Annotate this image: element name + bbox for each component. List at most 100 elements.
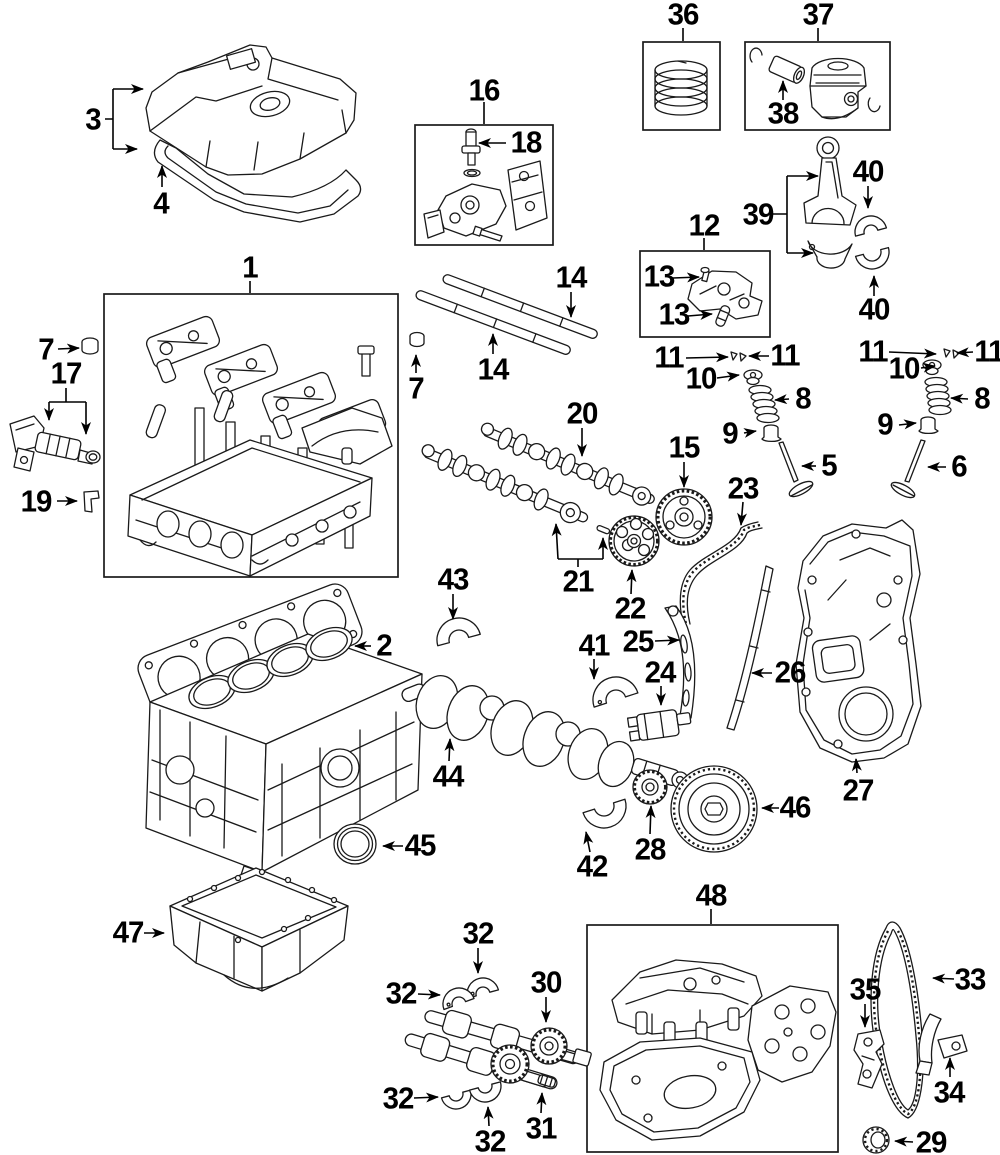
callout-39: 39 — [742, 196, 775, 232]
valve-spring — [748, 384, 780, 424]
callout-36: 36 — [667, 0, 700, 32]
intake-valve — [778, 441, 814, 498]
rod-bearing-upper — [854, 215, 888, 237]
camshaft-intake — [480, 422, 655, 506]
spring-retainer — [743, 369, 763, 386]
callout-11: 11 — [654, 339, 684, 375]
crankshaft — [401, 675, 689, 789]
callout-38: 38 — [767, 95, 800, 131]
cam-sprocket — [608, 515, 660, 567]
rod-bearing-lower — [854, 246, 890, 270]
callout-7: 7 — [408, 370, 424, 406]
engine-block — [145, 626, 423, 891]
callout-1: 1 — [242, 249, 258, 285]
callout-9: 9 — [877, 406, 893, 442]
callout-40: 40 — [852, 153, 885, 189]
balance-shaft-bearing — [442, 987, 475, 1011]
callout-3: 3 — [85, 101, 101, 137]
callout-4: 4 — [153, 185, 169, 221]
camshaft-exhaust — [421, 444, 589, 524]
main-bearing-upper — [592, 676, 639, 708]
oil-pump-chain — [870, 921, 924, 1119]
callout-10: 10 — [685, 360, 718, 396]
callout-32: 32 — [382, 1080, 415, 1116]
spool-valve-kit — [423, 128, 548, 242]
rocker-shaft-a — [442, 274, 598, 339]
callout-37: 37 — [802, 0, 835, 32]
callout-29: 29 — [915, 1124, 948, 1155]
callout-26: 26 — [774, 654, 807, 690]
callout-25: 25 — [622, 623, 655, 659]
main-bearing — [436, 617, 481, 647]
callout-11: 11 — [858, 333, 888, 369]
callout-5: 5 — [821, 447, 837, 483]
callout-10: 10 — [888, 350, 921, 386]
callout-34: 34 — [933, 1074, 966, 1110]
callout-41: 41 — [578, 627, 611, 663]
callout-17: 17 — [50, 355, 83, 391]
callout-43: 43 — [437, 561, 470, 597]
piston-kit — [749, 47, 881, 120]
crank-seal — [333, 823, 377, 865]
oil-control-solenoid — [9, 415, 101, 472]
valve-keeper — [730, 351, 747, 362]
crank-sprocket — [632, 769, 668, 805]
callout-32: 32 — [462, 915, 495, 951]
callout-28: 28 — [634, 831, 667, 867]
callout-11: 11 — [770, 337, 800, 373]
callout-32: 32 — [385, 975, 418, 1011]
callout-16: 16 — [468, 72, 501, 108]
callout-7: 7 — [38, 331, 54, 367]
oil-pan — [169, 867, 349, 992]
callout-8: 8 — [795, 380, 811, 416]
callout-13: 13 — [658, 296, 691, 332]
valve-spring — [924, 376, 952, 416]
callout-21: 21 — [562, 563, 595, 599]
callout-46: 46 — [779, 789, 812, 825]
callout-22: 22 — [614, 590, 647, 626]
oil-pump-assembly — [599, 959, 837, 1141]
callout-18: 18 — [510, 124, 543, 160]
valve-cover-gasket — [153, 139, 362, 223]
pump-chain-tensioner — [915, 1013, 968, 1076]
rocker-shaft-b — [415, 290, 571, 355]
callout-15: 15 — [668, 429, 701, 465]
sealing-cap — [409, 331, 425, 348]
callout-33: 33 — [954, 961, 987, 997]
cylinder-head-assembly — [127, 315, 393, 577]
cam-key — [596, 525, 611, 535]
callout-14: 14 — [555, 259, 588, 295]
valve-stem-seal — [918, 416, 939, 435]
callout-31: 31 — [525, 1110, 558, 1146]
clip — [83, 490, 100, 513]
callout-11: 11 — [974, 333, 1000, 369]
callout-12: 12 — [688, 207, 721, 243]
connecting-rod — [803, 136, 857, 269]
callout-14: 14 — [477, 351, 510, 387]
callout-23: 23 — [727, 470, 760, 506]
balance-shaft-bearing — [440, 1089, 472, 1110]
valve-keeper — [943, 348, 960, 359]
balance-shaft-bearing — [468, 1081, 502, 1103]
callout-35: 35 — [849, 971, 882, 1007]
callout-32: 32 — [474, 1123, 507, 1155]
exhaust-valve — [890, 439, 926, 499]
piston-ring-set — [654, 60, 708, 116]
callout-30: 30 — [530, 964, 563, 1000]
pump-chain-guide — [853, 1029, 885, 1089]
callout-8: 8 — [974, 380, 990, 416]
callout-6: 6 — [951, 448, 967, 484]
chain-tensioner — [626, 709, 692, 742]
callout-20: 20 — [566, 395, 599, 431]
callout-2: 2 — [376, 627, 392, 663]
sealing-cap — [81, 337, 99, 355]
chain-guide — [726, 565, 774, 731]
balance-shaft — [404, 1032, 558, 1090]
callout-48: 48 — [695, 877, 728, 913]
main-bearing-lower — [582, 798, 627, 829]
timing-cover — [795, 519, 922, 763]
callout-45: 45 — [404, 827, 437, 863]
valve-cover — [145, 44, 357, 176]
